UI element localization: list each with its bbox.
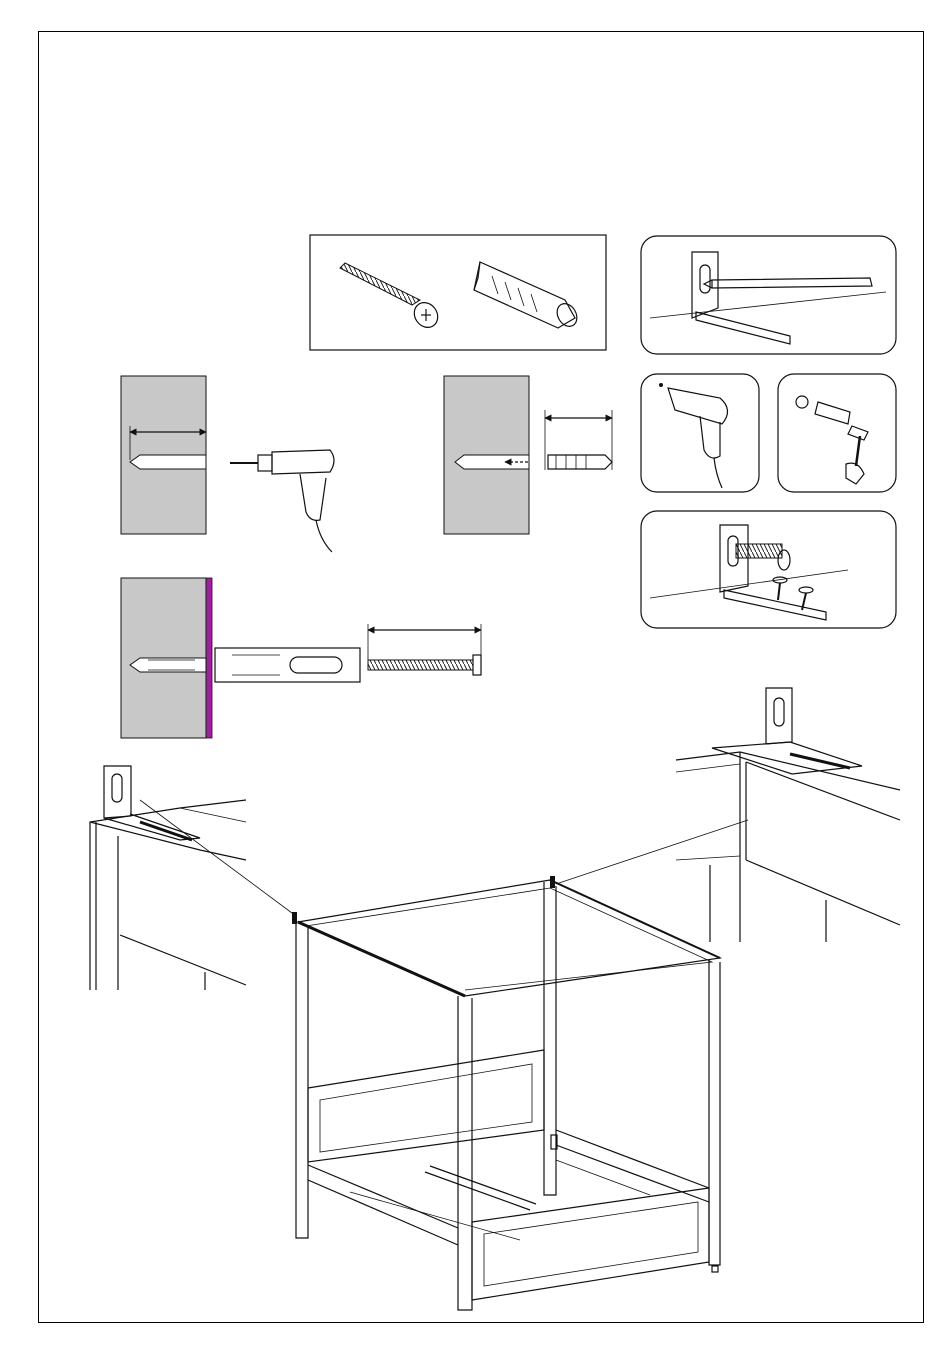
step-fix-bracket (121, 578, 481, 738)
drill-icon (230, 450, 334, 552)
detail-mark-hole (641, 236, 896, 354)
pencil-icon (704, 278, 872, 288)
step-measure-drill-depth (121, 376, 334, 552)
bracket-icon (215, 648, 360, 682)
detail-drill-hole (641, 374, 759, 492)
detail-right-corner (556, 688, 900, 942)
four-poster-bed-frame (292, 876, 720, 1310)
step-insert-plug (444, 376, 612, 534)
screw-icon (340, 263, 442, 332)
hammer-icon (846, 426, 868, 484)
detail-hammer-plug (778, 374, 896, 492)
drill-icon (668, 388, 728, 488)
wall-plug-icon (548, 455, 612, 469)
wall-plug-icon (815, 402, 850, 424)
panel-edge (206, 578, 212, 738)
bracket-icon (712, 688, 862, 774)
detail-left-corner (90, 766, 296, 990)
detail-screw-bracket (641, 511, 896, 628)
drill-hole (130, 455, 206, 469)
wall-plug-icon (474, 262, 581, 330)
hardware-box (310, 235, 606, 350)
screw-icon (736, 544, 790, 570)
screw-icon (368, 655, 481, 675)
